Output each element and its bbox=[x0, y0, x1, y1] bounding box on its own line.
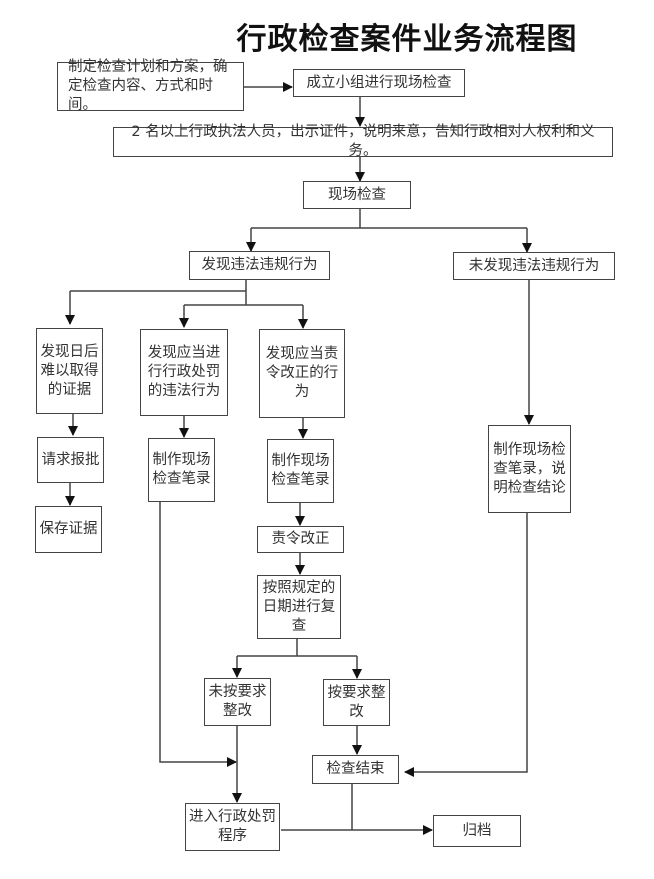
edge-record-penalty-to-procedure bbox=[159, 502, 237, 767]
node-violation-found: 发现违法违规行为 bbox=[189, 251, 330, 280]
node-record-rectify: 制作现场检查笔录 bbox=[267, 439, 334, 503]
node-penalty-violation: 发现应当进行行政处罚的违法行为 bbox=[140, 329, 228, 416]
node-request-approval: 请求报批 bbox=[37, 437, 104, 483]
node-record-penalty: 制作现场检查笔录 bbox=[148, 438, 215, 502]
node-recheck: 按照规定的日期进行复查 bbox=[257, 575, 341, 639]
node-penalty-procedure: 进入行政处罚程序 bbox=[185, 803, 280, 851]
node-show-credentials: 2 名以上行政执法人员，出示证件，说明来意，告知行政相对人权利和义务。 bbox=[113, 124, 613, 159]
node-rectified: 按要求整改 bbox=[323, 679, 390, 726]
node-rectify-violation: 发现应当责令改正的行为 bbox=[259, 329, 345, 418]
node-plan: 制定检查计划和方案，确定检查内容、方式和时间。 bbox=[57, 59, 244, 113]
node-inspection-end: 检查结束 bbox=[312, 755, 399, 784]
page-title: 行政检查案件业务流程图 bbox=[236, 22, 578, 57]
edge-recheck-split bbox=[237, 638, 357, 657]
edge-end-to-archive bbox=[281, 782, 432, 830]
node-order-rectify: 责令改正 bbox=[257, 526, 344, 553]
edge-violation-split bbox=[70, 280, 303, 306]
node-onsite-inspection: 现场检查 bbox=[303, 181, 411, 209]
node-no-violation-found: 未发现违法违规行为 bbox=[453, 252, 615, 280]
node-archive: 归档 bbox=[433, 815, 521, 847]
node-form-team: 成立小组进行现场检查 bbox=[293, 69, 465, 97]
node-record-conclusion: 制作现场检查笔录，说明检查结论 bbox=[488, 425, 571, 513]
edge-conclusion-to-end bbox=[404, 513, 528, 777]
node-preserve-evidence: 保存证据 bbox=[35, 506, 102, 553]
edge-inspection-split bbox=[251, 209, 527, 229]
node-hard-evidence: 发现日后难以取得的证据 bbox=[36, 328, 103, 414]
node-not-rectified: 未按要求整改 bbox=[204, 678, 271, 726]
